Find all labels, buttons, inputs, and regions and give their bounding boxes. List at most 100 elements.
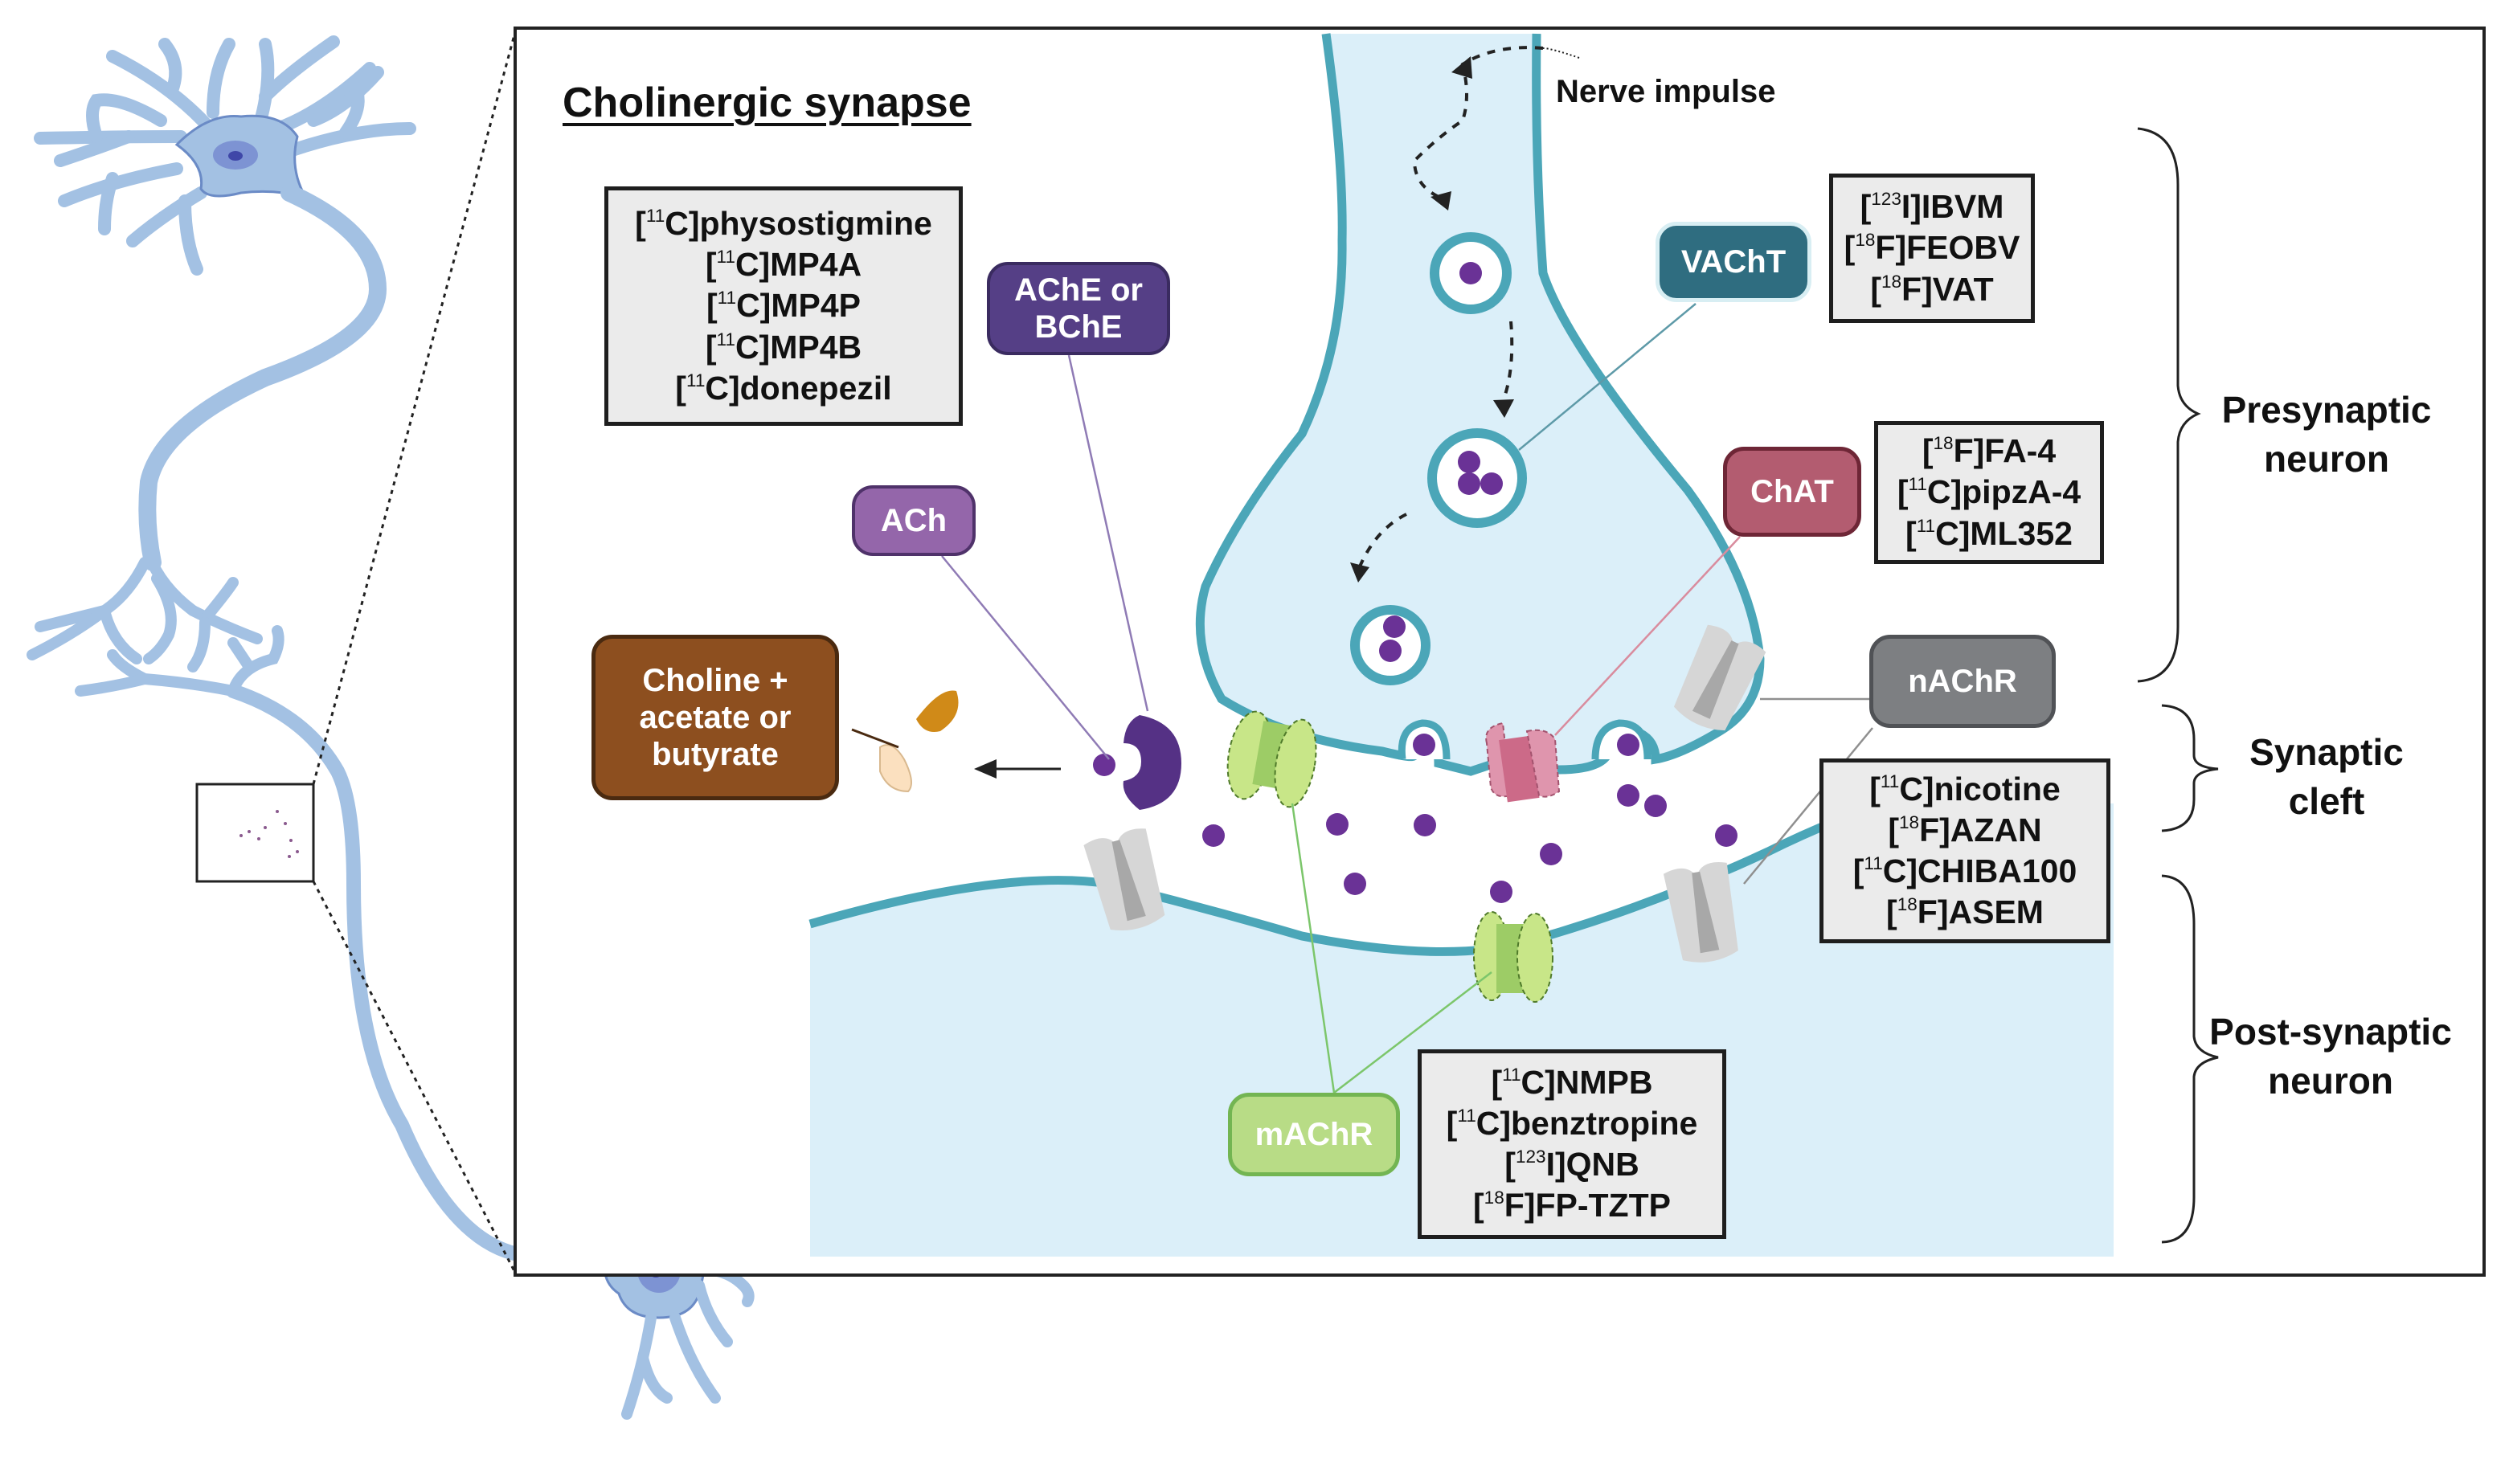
chat-tracer-box: [18F]FA-4[11C]pipzA-4[11C]ML352 [1874, 421, 2104, 564]
isotope-mass: 11 [1457, 1105, 1476, 1126]
ache-label-line1: AChE or [1014, 272, 1143, 308]
isotope-mass: 123 [1515, 1147, 1546, 1167]
tracer-entry: [11C]MP4B [705, 328, 862, 366]
tracer-name: F]FP-TZTP [1504, 1187, 1671, 1224]
ach-molecule [1459, 262, 1482, 284]
nerve-impulse-label: Nerve impulse [1556, 74, 1776, 109]
nachr-label: nAChR [1869, 635, 2056, 728]
isotope-mass: 11 [1880, 771, 1900, 791]
isotope-mass: 11 [1908, 474, 1927, 495]
isotope-mass: 11 [1502, 1064, 1521, 1085]
tracer-entry: [11C]pipzA-4 [1897, 473, 2081, 511]
machr-tracer-box: [11C]NMPB[11C]benztropine[123I]QNB[18F]F… [1418, 1049, 1726, 1239]
axon-terminal-branches [27, 549, 284, 697]
zoom-release-dots [239, 810, 299, 858]
tracer-name: C]nicotine [1899, 770, 2061, 807]
arrow-head-icon [1493, 399, 1514, 418]
chat-protein [1485, 722, 1561, 803]
postsynaptic-label-line1: Post-synaptic [2209, 1011, 2452, 1053]
isotope-mass: 18 [1933, 433, 1954, 454]
zoom-region-box [195, 783, 315, 883]
nachr-label-text: nAChR [1908, 664, 2017, 699]
vacht-tracer-box: [123I]IBVM[18F]FEOBV[18F]VAT [1829, 174, 2035, 323]
tracer-entry: [11C]physostigmine [635, 204, 932, 242]
postsynaptic-label-line2: neuron [2268, 1059, 2393, 1102]
ach-molecule [1383, 615, 1406, 638]
arrow-head-icon [974, 759, 997, 779]
cleft-label-line1: Synaptic [2249, 731, 2404, 773]
presynaptic-label-line1: Presynaptic [2221, 389, 2432, 431]
tracer-entry: [123I]QNB [1504, 1146, 1639, 1183]
tracer-name: C]MP4A [735, 246, 862, 284]
tracer-entry: [18F]VAT [1870, 270, 1994, 308]
presynaptic-neuron-label: Presynaptic neuron [2194, 386, 2459, 483]
tracer-entry: [11C]NMPB [1491, 1063, 1653, 1101]
tracer-entry: [11C]donepezil [675, 369, 892, 407]
isotope-mass: 11 [1916, 515, 1936, 536]
postsynaptic-membrane [808, 779, 1946, 956]
tracer-name: C]ML352 [1935, 514, 2073, 552]
ache-tracer-box: [11C]physostigmine[11C]MP4A[11C]MP4P[11C… [604, 186, 963, 426]
zoom-projection-top [312, 28, 518, 785]
isotope-mass: 18 [1484, 1188, 1504, 1208]
chat-label-text: ChAT [1750, 474, 1834, 509]
isotope-mass: 18 [1897, 894, 1918, 915]
postsynaptic-neuron-label: Post-synaptic neuron [2194, 1008, 2467, 1105]
isotope-mass: 18 [1898, 811, 1920, 832]
tracer-entry: [11C]benztropine [1446, 1104, 1698, 1142]
region-braces [2137, 127, 2219, 1244]
ach-label-text: ACh [880, 503, 948, 538]
isotope-mass: 11 [716, 247, 735, 268]
ach-molecule [1458, 472, 1480, 495]
callout-lines [941, 303, 1873, 1094]
choline-acetate-label: Choline + acetate or butyrate [591, 635, 839, 800]
tracer-entry: [18F]FEOBV [1844, 229, 2020, 267]
brace-presynaptic [2137, 127, 2201, 683]
machr-label: mAChR [1228, 1093, 1400, 1176]
tracer-name: C]MP4P [736, 287, 861, 325]
tracer-name: C]NMPB [1521, 1063, 1653, 1101]
tracer-name: F]AZAN [1919, 811, 2042, 848]
nerve-impulse-tail [1542, 47, 1580, 59]
ach-molecule [1458, 451, 1480, 473]
synaptic-cleft-label: Synaptic cleft [2202, 728, 2451, 825]
ach-molecule [1379, 640, 1402, 662]
acetate-fragment [916, 690, 959, 732]
tracer-name: C]MP4B [735, 328, 862, 366]
isotope-mass: 11 [717, 288, 737, 309]
tracer-name: C]pipzA-4 [1926, 473, 2081, 511]
vacht-label-text: VAChT [1680, 244, 1787, 280]
isotope-mass: 18 [1881, 271, 1902, 292]
zoom-projection-bottom [312, 881, 518, 1275]
axon [138, 184, 387, 571]
tracer-name: F]FEOBV [1875, 229, 2020, 267]
ach-label: ACh [852, 485, 976, 556]
isotope-mass: 123 [1871, 189, 1901, 210]
tracer-name: F]ASEM [1917, 893, 2044, 931]
machr-protein-presynaptic [1226, 710, 1317, 808]
chat-label: ChAT [1723, 447, 1861, 537]
brace-postsynaptic [2161, 874, 2219, 1244]
presynaptic-label-line2: neuron [2264, 437, 2389, 480]
arrow-head-icon [1451, 56, 1472, 79]
tracer-entry: [18F]AZAN [1888, 811, 2042, 848]
isotope-mass: 11 [1864, 853, 1883, 874]
cleft-ach-molecules [1093, 734, 1737, 903]
tracer-name: C]physostigmine [665, 204, 932, 242]
choline-fragment [879, 744, 912, 793]
tracer-entry: [18F]FA-4 [1922, 432, 2057, 470]
tracer-name: F]FA-4 [1953, 432, 2057, 470]
tracer-entry: [123I]IBVM [1860, 188, 2004, 226]
tracer-name: C]donepezil [705, 369, 892, 407]
top-neuron-nucleolus [228, 151, 243, 161]
arrow-head-icon [1430, 191, 1451, 211]
choline-label-line1: Choline + [642, 663, 788, 698]
synaptic-vesicles [1350, 232, 1527, 685]
isotope-mass: 18 [1855, 230, 1876, 251]
nachr-protein [1083, 624, 1766, 963]
tracer-name: I]QNB [1545, 1146, 1639, 1183]
isotope-mass: 11 [716, 329, 735, 350]
choline-label-line2: acetate or [639, 700, 792, 735]
tracer-name: I]IBVM [1901, 188, 2004, 226]
